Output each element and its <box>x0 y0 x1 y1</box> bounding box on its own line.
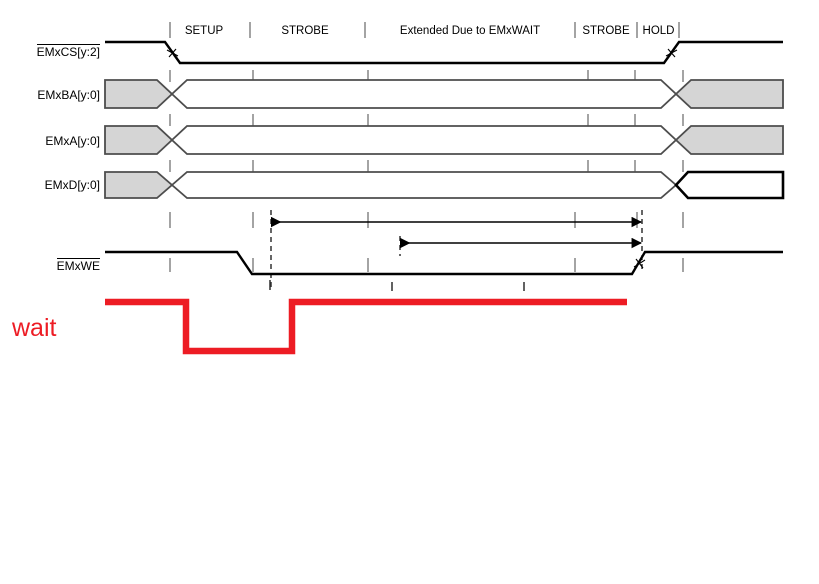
signal-label-emxwe: EMxWE <box>0 258 100 273</box>
signal-label-emxwe-text: EMxWE <box>56 258 100 273</box>
signal-label-emxcs: EMxCS[y:2] <box>0 44 100 59</box>
phase-label-setup: SETUP <box>164 25 244 37</box>
signal-label-emxba: EMxBA[y:0] <box>0 88 100 102</box>
phase-divider-ticks <box>169 22 680 38</box>
row-ticks-below-we <box>269 280 525 291</box>
phase-label-hold: HOLD <box>639 25 678 37</box>
phase-label-setup-text: SETUP <box>184 25 224 37</box>
row-ticks-a-d <box>169 160 684 172</box>
annotation-wait-waveform <box>105 298 627 355</box>
phase-label-strobe-1-text: STROBE <box>281 25 329 37</box>
phase-label-strobe-1: STROBE <box>265 25 345 37</box>
waveform-emxba <box>104 79 784 109</box>
waveform-emxd <box>104 170 785 200</box>
phase-label-strobe-2-text: STROBE <box>582 25 630 37</box>
signal-label-emxd: EMxD[y:0] <box>0 178 100 192</box>
phase-label-strobe-2: STROBE <box>577 25 635 37</box>
signal-label-emxa-text: EMxA[y:0] <box>45 134 100 148</box>
row-ticks-we <box>169 258 684 272</box>
phase-label-extended-wait: Extended Due to EMxWAIT <box>380 25 560 37</box>
signal-label-emxd-text: EMxD[y:0] <box>44 178 100 192</box>
waveform-emxwe <box>105 250 783 276</box>
row-ticks-ba-a <box>169 114 684 126</box>
waveform-emxa <box>104 125 784 155</box>
annotation-wait-label: wait <box>12 314 57 342</box>
waveform-emxcs <box>105 40 783 65</box>
signal-label-emxa: EMxA[y:0] <box>0 134 100 148</box>
phase-label-extended-wait-text: Extended Due to EMxWAIT <box>399 25 541 37</box>
signal-label-emxcs-text: EMxCS[y:2] <box>36 44 100 59</box>
signal-label-emxba-text: EMxBA[y:0] <box>37 88 100 102</box>
phase-label-hold-text: HOLD <box>642 25 675 37</box>
